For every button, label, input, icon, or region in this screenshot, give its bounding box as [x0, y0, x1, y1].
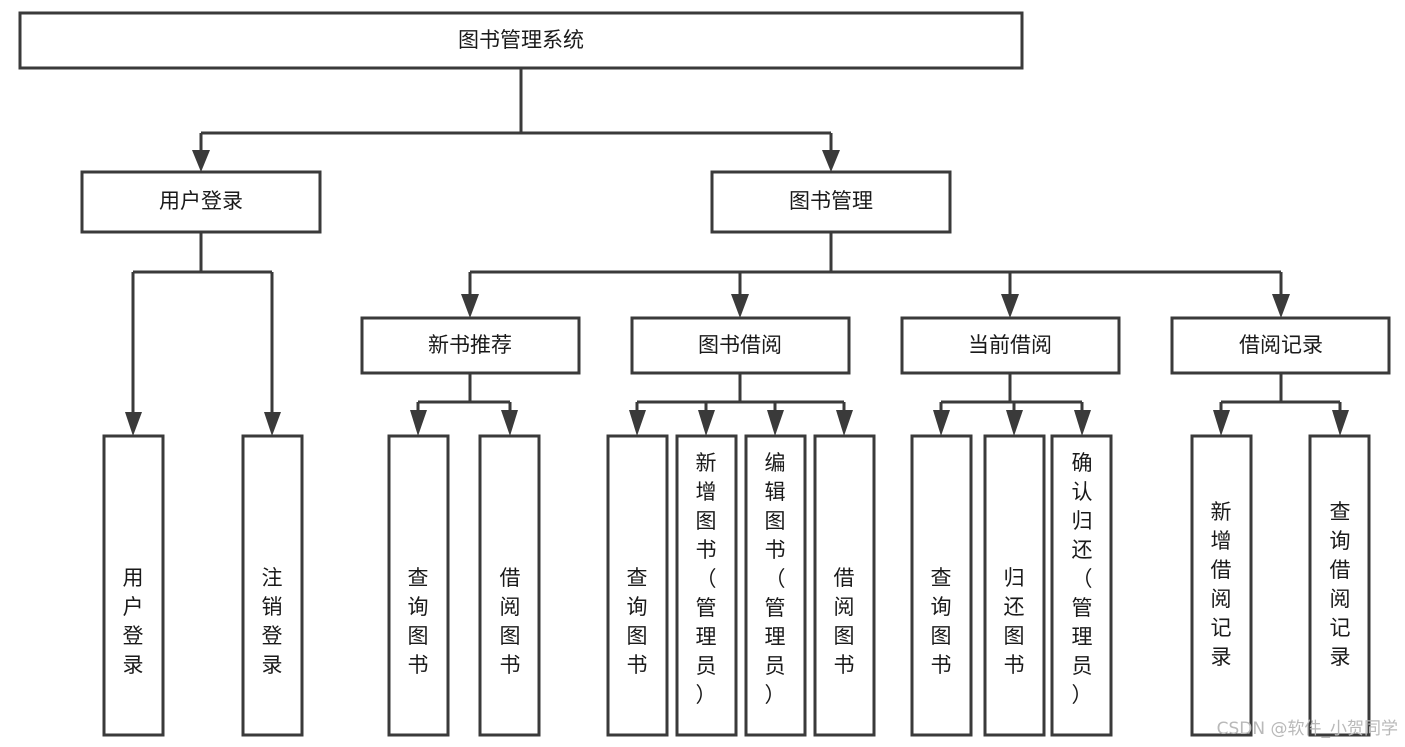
node-new-book-recommend[interactable]: 新书推荐 [360, 316, 581, 375]
node-leaf-logout[interactable]: 注销登录 [241, 434, 304, 737]
node-leaf-add-book-admin-label: 新增图书（管理员） [696, 451, 717, 707]
node-root[interactable]: 图书管理系统 [18, 11, 1024, 70]
node-leaf-query-borrow-record[interactable]: 查询借阅记录 [1308, 434, 1371, 737]
node-leaf-query-borrow-record-box[interactable] [1308, 434, 1371, 737]
arrow-head-leaf-query-book-1 [410, 410, 427, 436]
arrow-head-leaf-query-book-3 [933, 410, 950, 436]
node-root-box[interactable] [18, 11, 1024, 70]
node-leaf-confirm-return-admin-label: 确认归还（管理员） [1072, 451, 1093, 707]
arrow-head-leaf-logout [264, 412, 281, 436]
node-book-manage[interactable]: 图书管理 [710, 170, 952, 234]
node-leaf-borrow-book-1-box[interactable] [478, 434, 541, 737]
node-new-book-recommend-box[interactable] [360, 316, 581, 375]
node-leaf-user-login[interactable]: 用户登录 [102, 434, 165, 737]
connector-lines [125, 68, 1349, 436]
node-user-login-label: 用户登录 [159, 189, 243, 213]
node-leaf-query-book-2-box[interactable] [606, 434, 669, 737]
node-root-label: 图书管理系统 [458, 28, 584, 52]
node-leaf-query-book-3[interactable]: 查询图书 [910, 434, 973, 737]
node-leaf-borrow-book-2-label: 借阅图书 [834, 566, 855, 677]
node-leaf-logout-box[interactable] [241, 434, 304, 737]
node-current-borrow-label: 当前借阅 [968, 333, 1052, 357]
node-leaf-query-book-1-label: 查询图书 [408, 566, 429, 677]
node-leaf-add-borrow-record-label: 新增借阅记录 [1211, 500, 1232, 669]
arrow-head-leaf-add-book-admin [698, 410, 715, 436]
node-leaf-edit-book-admin-box[interactable] [744, 434, 807, 737]
node-book-borrow-label: 图书借阅 [698, 333, 782, 357]
arrow-head-leaf-borrow-book-1 [501, 410, 518, 436]
arrow-head-leaf-edit-book-admin [767, 410, 784, 436]
node-leaf-return-book[interactable]: 归还图书 [983, 434, 1046, 737]
node-leaf-edit-book-admin-label: 编辑图书（管理员） [765, 451, 786, 707]
arrow-head-book-borrow [731, 294, 749, 318]
node-leaf-query-book-2[interactable]: 查询图书 [606, 434, 669, 737]
arrow-head-current-borrow [1001, 294, 1019, 318]
arrow-head-leaf-return-book [1006, 410, 1023, 436]
node-leaf-borrow-book-1-label: 借阅图书 [500, 566, 521, 677]
csdn-watermark: CSDN @软件_小贺同学 [1217, 719, 1398, 739]
node-book-manage-label: 图书管理 [789, 189, 873, 213]
arrow-head-leaf-user-login [125, 412, 142, 436]
node-user-login[interactable]: 用户登录 [80, 170, 322, 234]
node-borrow-record[interactable]: 借阅记录 [1170, 316, 1391, 375]
node-leaf-logout-label: 注销登录 [262, 566, 283, 677]
node-book-borrow[interactable]: 图书借阅 [630, 316, 851, 375]
node-leaf-query-book-3-box[interactable] [910, 434, 973, 737]
node-leaf-edit-book-admin[interactable]: 编辑图书（管理员） [744, 434, 807, 737]
leaf-nodes: 用户登录 注销登录 查询图书 借阅图书 查询图书 新增图书（管理员） [102, 434, 1371, 737]
node-leaf-user-login-label: 用户登录 [123, 566, 144, 677]
node-leaf-add-book-admin-box[interactable] [675, 434, 738, 737]
arrow-head-leaf-borrow-book-2 [836, 410, 853, 436]
arrow-head-leaf-query-book-2 [629, 410, 646, 436]
node-book-borrow-box[interactable] [630, 316, 851, 375]
arrow-head-leaf-add-borrow-record [1213, 410, 1230, 436]
arrow-head-book-manage [822, 150, 840, 172]
node-leaf-add-borrow-record-box[interactable] [1190, 434, 1253, 737]
node-leaf-borrow-book-2[interactable]: 借阅图书 [813, 434, 876, 737]
node-leaf-query-borrow-record-label: 查询借阅记录 [1330, 500, 1351, 669]
node-current-borrow[interactable]: 当前借阅 [900, 316, 1121, 375]
node-leaf-borrow-book-2-box[interactable] [813, 434, 876, 737]
node-leaf-return-book-box[interactable] [983, 434, 1046, 737]
arrow-head-user-login [192, 150, 210, 172]
arrow-head-new-book-recommend [461, 294, 479, 318]
node-leaf-confirm-return-admin[interactable]: 确认归还（管理员） [1050, 434, 1113, 737]
node-leaf-user-login-box[interactable] [102, 434, 165, 737]
arrow-head-leaf-query-borrow-record [1332, 410, 1349, 436]
node-leaf-query-book-1-box[interactable] [387, 434, 450, 737]
node-leaf-add-borrow-record[interactable]: 新增借阅记录 [1190, 434, 1253, 737]
node-user-login-box[interactable] [80, 170, 322, 234]
node-leaf-return-book-label: 归还图书 [1004, 566, 1025, 677]
node-leaf-query-book-1[interactable]: 查询图书 [387, 434, 450, 737]
node-book-manage-box[interactable] [710, 170, 952, 234]
node-leaf-query-book-3-label: 查询图书 [931, 566, 952, 677]
node-current-borrow-box[interactable] [900, 316, 1121, 375]
arrow-head-borrow-record [1272, 294, 1290, 318]
node-leaf-query-book-2-label: 查询图书 [627, 566, 648, 677]
node-new-book-recommend-label: 新书推荐 [428, 333, 512, 357]
node-borrow-record-box[interactable] [1170, 316, 1391, 375]
node-borrow-record-label: 借阅记录 [1239, 333, 1323, 357]
node-leaf-add-book-admin[interactable]: 新增图书（管理员） [675, 434, 738, 737]
arrow-head-leaf-confirm-return-admin [1074, 410, 1091, 436]
node-leaf-borrow-book-1[interactable]: 借阅图书 [478, 434, 541, 737]
node-leaf-confirm-return-admin-box[interactable] [1050, 434, 1113, 737]
